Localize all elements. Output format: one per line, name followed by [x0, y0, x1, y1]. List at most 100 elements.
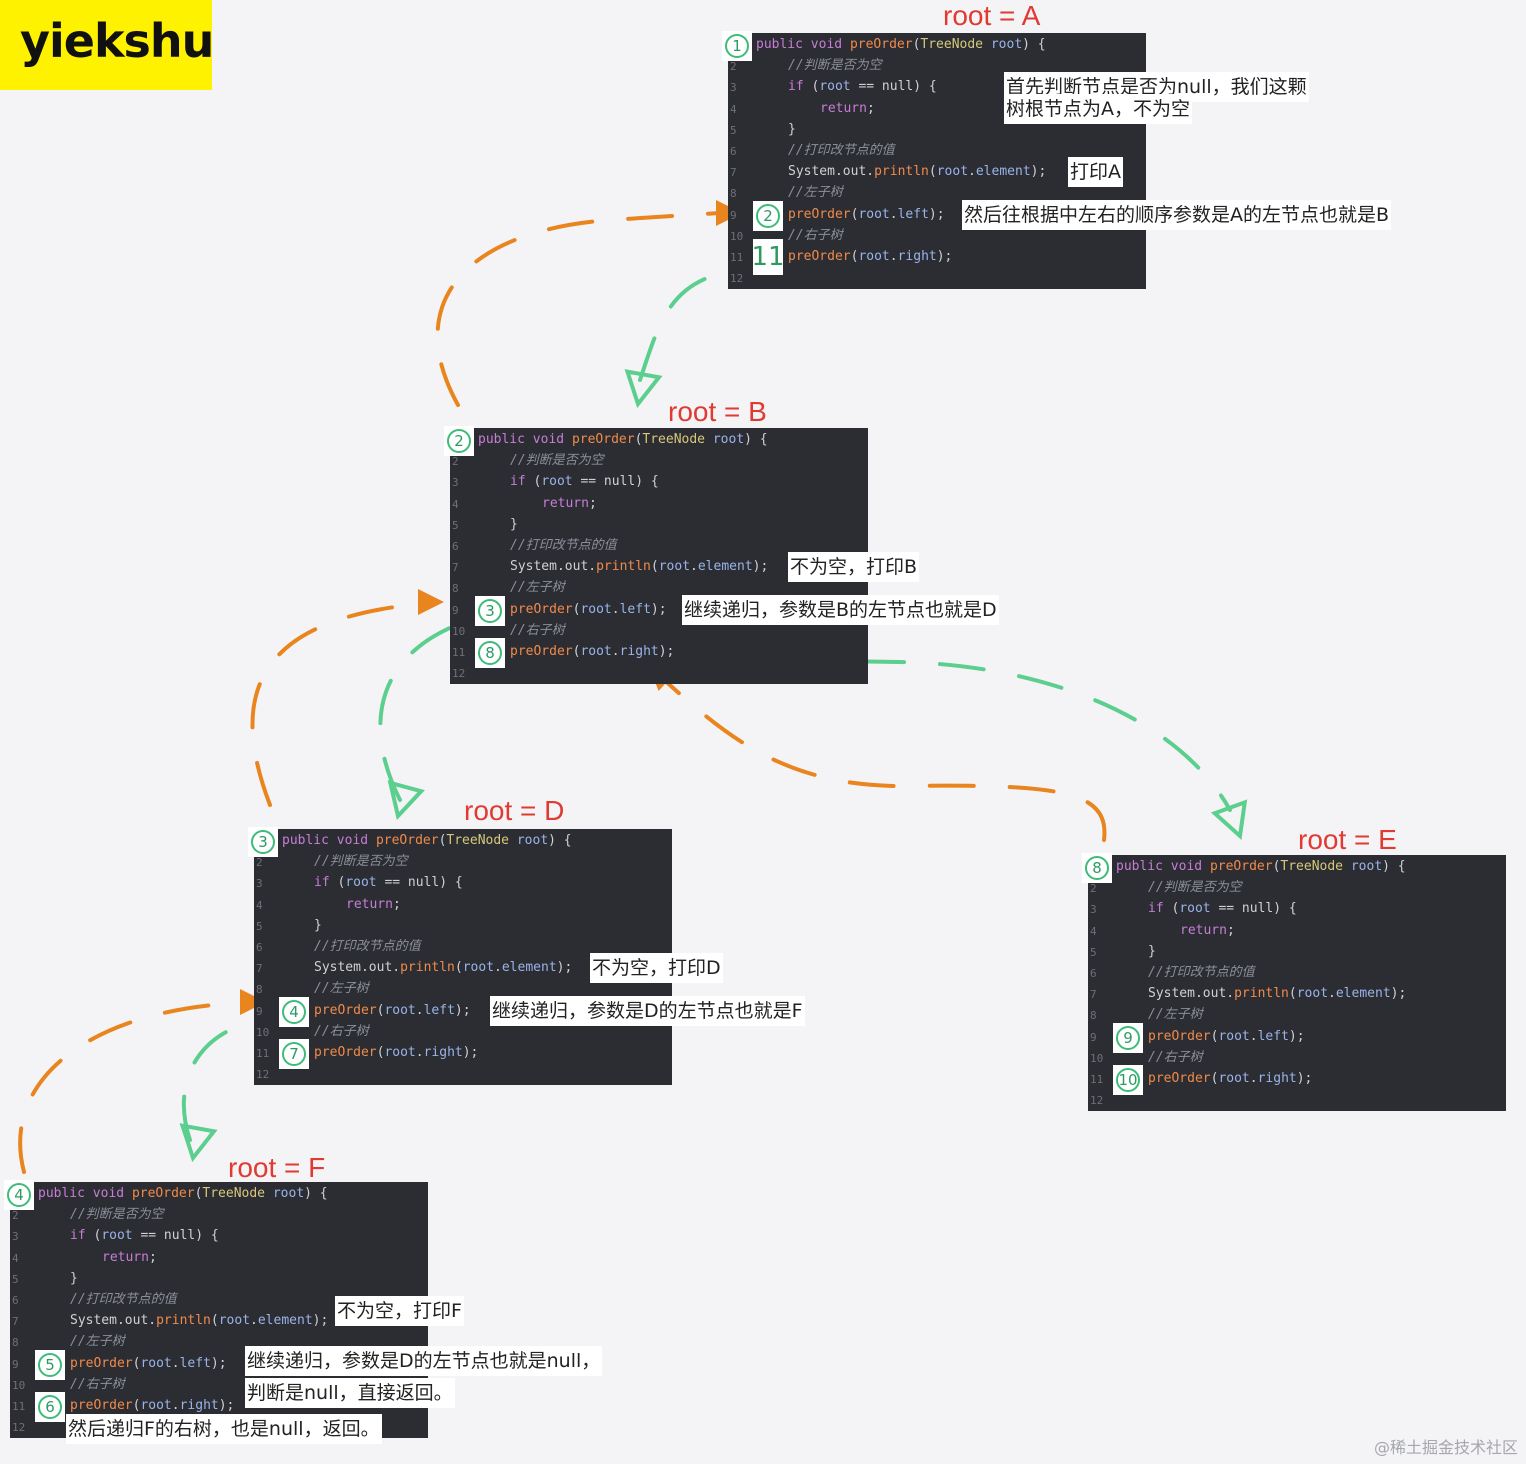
line-number: 11 [1090, 1073, 1104, 1086]
step-number: 4 [7, 1183, 31, 1207]
frame-title: root = D [464, 795, 565, 826]
line-number: 3 [1090, 903, 1097, 917]
code-line: } [510, 516, 518, 532]
line-number: 2 [452, 455, 459, 469]
line-number: 11 [452, 646, 466, 659]
code-line: System.out.println(root.element); [510, 559, 769, 575]
code-line: return; [346, 896, 401, 912]
return-arrow-f-d [181, 1018, 264, 1142]
line-number: 12 [1090, 1094, 1104, 1108]
code-line: //左子树 [788, 185, 843, 201]
annotation-note: 打印A [1068, 157, 1123, 188]
line-number: 12 [730, 272, 744, 286]
line-number: 2 [256, 856, 263, 870]
code-line: //右子树 [70, 1376, 125, 1392]
logo-text: yiekshu [20, 14, 214, 68]
step-number: 6 [38, 1395, 62, 1419]
step-number: 1 [725, 34, 749, 58]
hollow-arrow-head-icon [179, 1123, 218, 1163]
code-line: preOrder(root.right); [510, 644, 675, 659]
code-line: //打印改节点的值 [510, 538, 617, 553]
frame-title: root = B [668, 396, 767, 427]
step-badge: 8 [1082, 853, 1112, 883]
line-number: 3 [256, 877, 263, 891]
annotation-note: 然后递归F的右树，也是null，返回。 [66, 1414, 382, 1445]
step-number: 5 [38, 1352, 62, 1377]
step-number: 3 [251, 830, 275, 854]
code-line: public void preOrder(TreeNode root) { [38, 1186, 328, 1201]
annotation-note: 不为空，打印F [335, 1295, 464, 1326]
code-line: public void preOrder(TreeNode root) { [756, 37, 1046, 52]
code-line: preOrder(root.left); [1148, 1028, 1305, 1044]
code-line: preOrder(root.right); [1148, 1071, 1313, 1086]
step-badge: 6 [35, 1392, 65, 1422]
line-number: 10 [256, 1025, 270, 1039]
step-badge: 4 [279, 996, 309, 1027]
annotation-note: 继续递归，参数是D的左节点也就是null， [245, 1346, 603, 1377]
code-line: //打印改节点的值 [788, 143, 895, 158]
hollow-arrow-head-icon [387, 780, 425, 821]
code-line: } [788, 121, 796, 137]
line-number: 8 [730, 187, 737, 201]
code-line: public void preOrder(TreeNode root) { [478, 432, 768, 447]
step-badge: 7 [279, 1039, 309, 1069]
line-number: 6 [12, 1294, 19, 1307]
line-number: 10 [1090, 1051, 1104, 1065]
code-line: //左子树 [314, 981, 369, 997]
line-number: 5 [12, 1272, 19, 1286]
code-line: //左子树 [1148, 1007, 1203, 1023]
code-line: //判断是否为空 [788, 58, 882, 74]
code-line: public void preOrder(TreeNode root) { [1116, 859, 1406, 874]
code-line: //判断是否为空 [70, 1207, 164, 1223]
code-line: } [1148, 943, 1156, 959]
line-number: 4 [1090, 924, 1097, 938]
code-line: System.out.println(root.element); [1148, 986, 1407, 1002]
line-number: 5 [256, 919, 263, 933]
code-line: return; [102, 1249, 157, 1265]
call-arrow-b-d [250, 602, 422, 807]
line-number: 11 [730, 251, 744, 264]
step-number: 7 [282, 1042, 306, 1066]
code-line: //右子树 [314, 1023, 369, 1039]
line-number: 3 [730, 81, 737, 95]
line-number: 11 [256, 1047, 270, 1060]
step-badge: 4 [4, 1180, 34, 1210]
annotation-note: 不为空，打印B [788, 552, 920, 583]
line-number: 9 [452, 603, 459, 617]
code-line: preOrder(root.right); [314, 1045, 479, 1060]
line-number: 2 [1090, 882, 1097, 896]
code-line: if (root == null) { [788, 79, 937, 95]
code-line: System.out.println(root.element); [788, 164, 1047, 180]
frame-title: root = A [943, 0, 1041, 31]
call-arrow-b-e [698, 657, 1232, 812]
line-number: 11 [12, 1400, 26, 1413]
step-number: 8 [1085, 856, 1109, 880]
annotation-note: 树根节点为A，不为空 [1004, 93, 1192, 124]
return-arrow-b-a [638, 268, 740, 382]
annotation-note: 然后往根据中左右的顺序参数是A的左节点也就是B [962, 199, 1392, 230]
line-number: 10 [12, 1378, 26, 1392]
frame-title: root = F [228, 1152, 326, 1183]
step-number: 10 [1116, 1068, 1140, 1092]
line-number: 5 [452, 518, 459, 532]
step-badge: 2 [753, 200, 783, 231]
code-line: //右子树 [788, 227, 843, 243]
code-frame-b: 123456789101112public void preOrder(Tree… [450, 428, 868, 684]
annotation-note: 不为空，打印D [590, 953, 723, 984]
line-number: 10 [730, 229, 744, 243]
code-line: System.out.println(root.element); [314, 960, 573, 976]
code-line: preOrder(root.left); [314, 1002, 471, 1018]
code-line: } [70, 1270, 78, 1286]
line-number: 7 [12, 1315, 19, 1329]
step-badge: 5 [35, 1349, 65, 1380]
code-line: if (root == null) { [314, 875, 463, 891]
line-number: 10 [452, 624, 466, 638]
annotation-note: 判断是null，直接返回。 [245, 1378, 455, 1409]
return-arrow-e-b [660, 676, 1107, 842]
line-number: 2 [730, 60, 737, 74]
line-number: 8 [256, 983, 263, 997]
step-badge: 3 [248, 827, 278, 857]
line-number: 8 [12, 1336, 19, 1350]
line-number: 6 [1090, 967, 1097, 980]
